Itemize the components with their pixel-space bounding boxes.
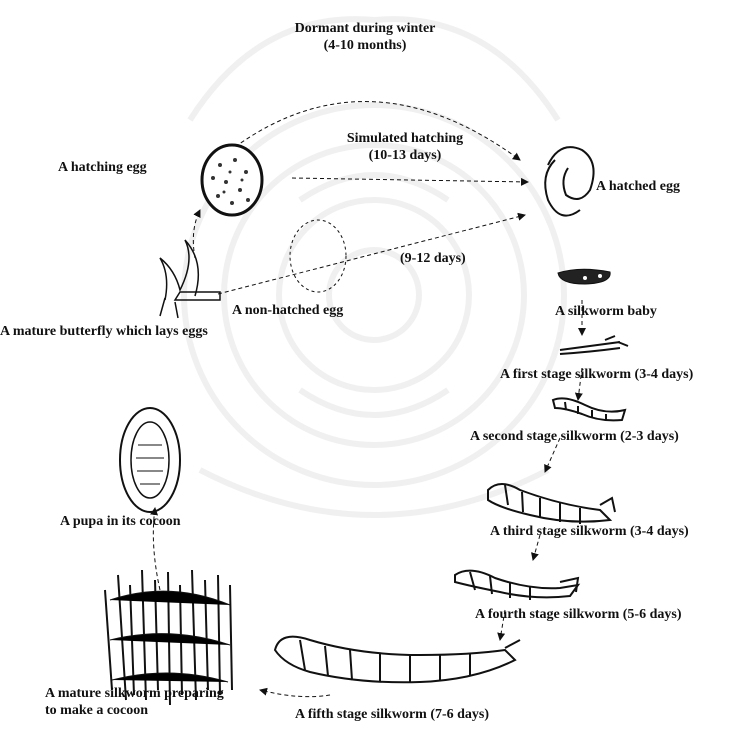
butterfly-label: A mature butterfly which lays eggs	[0, 323, 208, 340]
pupa-label: A pupa in its cocoon	[60, 513, 181, 530]
hatching-egg-label: A hatching egg	[58, 159, 147, 176]
dormant-label-line2: (4-10 months)	[270, 37, 460, 54]
arrow-fifth-to-mature	[260, 690, 330, 697]
hatched-egg-icon	[545, 147, 593, 215]
fourth-stage-silkworm-icon	[455, 571, 578, 600]
mature-silkworm-line1: A mature silkworm preparing	[45, 685, 224, 702]
simulated-hatching-line1: Simulated hatching	[325, 130, 485, 147]
hatched-egg-label: A hatched egg	[596, 178, 680, 195]
third-stage-label: A third stage silkworm (3-4 days)	[490, 523, 689, 540]
arrow-butterfly-to-egg	[193, 210, 200, 258]
non-hatched-egg-icon	[290, 220, 346, 292]
first-stage-label: A first stage silkworm (3-4 days)	[500, 366, 693, 383]
mature-silkworm-label: A mature silkworm preparing to make a co…	[45, 685, 224, 719]
third-stage-silkworm-icon	[488, 484, 615, 524]
fifth-stage-silkworm-icon	[275, 637, 520, 683]
mature-silkworm-line2: to make a cocoon	[45, 702, 224, 719]
fourth-stage-label: A fourth stage silkworm (5-6 days)	[475, 606, 682, 623]
moth-icon	[160, 240, 220, 318]
dormant-label-line1: Dormant during winter	[270, 20, 460, 37]
second-stage-silkworm-icon	[553, 398, 625, 420]
non-hatched-duration-label: (9-12 days)	[400, 250, 466, 267]
fifth-stage-label: A fifth stage silkworm (7-6 days)	[295, 706, 489, 723]
silkworm-baby-icon	[558, 269, 610, 284]
dormant-label: Dormant during winter (4-10 months)	[270, 20, 460, 54]
silkworm-baby-label: A silkworm baby	[555, 303, 657, 320]
arrow-non-hatched	[218, 215, 525, 294]
hatching-egg-icon	[202, 145, 262, 215]
non-hatched-egg-label: A non-hatched egg	[232, 302, 343, 319]
pupa-in-cocoon-icon	[120, 408, 180, 512]
arrow-simulated-hatching	[292, 178, 528, 182]
second-stage-label: A second stage silkworm (2-3 days)	[470, 428, 679, 445]
simulated-hatching-line2: (10-13 days)	[325, 147, 485, 164]
first-stage-silkworm-icon	[560, 336, 628, 354]
simulated-hatching-label: Simulated hatching (10-13 days)	[325, 130, 485, 164]
